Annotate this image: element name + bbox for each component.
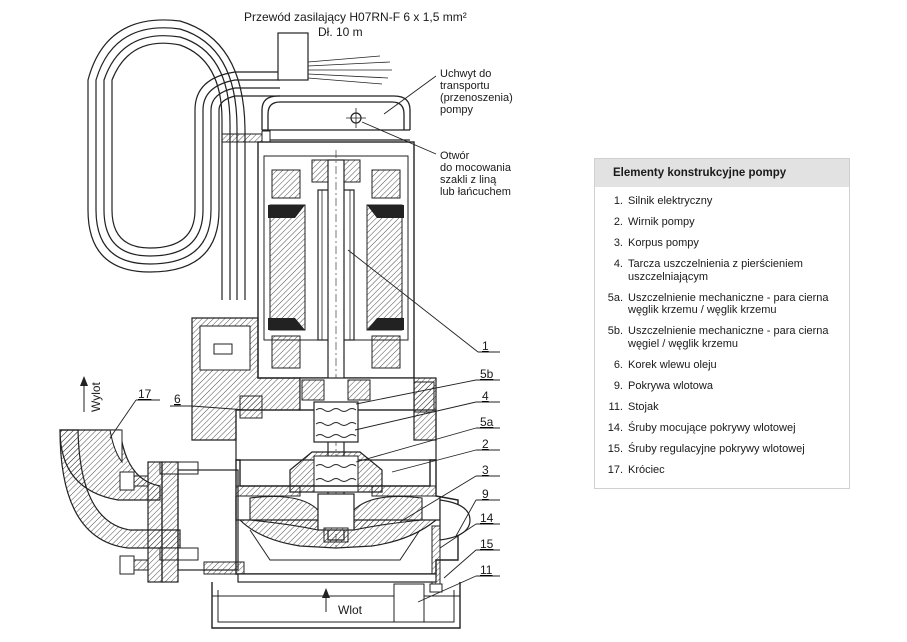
callout-5b: 5b — [480, 367, 494, 381]
legend-item-text: Króciec — [628, 463, 665, 476]
legend-item: 11. Stojak — [595, 401, 841, 414]
legend-item-text: Śruby mocujące pokrywy wlotowej — [628, 421, 796, 434]
legend-item-text: Tarcza uszczelnienia z pierścieniem uszc… — [628, 258, 803, 283]
legend-item: 17. Króciec — [595, 464, 841, 477]
legend-item-number: 5b. — [607, 325, 623, 337]
callout-4: 4 — [482, 389, 489, 403]
legend-item-number: 5a. — [607, 291, 623, 304]
cable-label: Przewód zasilający H07RN-F 6 x 1,5 mm² — [244, 10, 467, 24]
legend-item-text: Uszczelnienie mechaniczne - para cierna … — [628, 291, 829, 317]
power-cable — [87, 19, 280, 300]
legend-item-number: 1. — [613, 195, 623, 207]
callout-17: 17 — [138, 387, 152, 401]
callout-14: 14 — [480, 511, 494, 525]
legend-item-number: 14. — [607, 421, 623, 434]
legend-item-number: 17. — [607, 463, 623, 476]
legend-item-number: 15. — [607, 442, 623, 455]
legend-item-text: Korpus pompy — [628, 237, 699, 249]
legend-item: 9. Pokrywa wlotowa — [595, 380, 841, 393]
legend-item-number: 11. — [608, 400, 623, 413]
legend-item: 4. Tarcza uszczelnienia z pierścieniem us… — [595, 258, 841, 283]
legend-item-text: Wirnik pompy — [628, 216, 695, 228]
callout-9: 9 — [482, 487, 489, 501]
legend-item-text: Stojak — [628, 400, 659, 413]
callout-1: 1 — [482, 339, 489, 353]
callout-11: 11 — [480, 563, 493, 577]
legend-item: 15. Śruby regulacyjne pokrywy wlotowej — [595, 443, 841, 456]
legend-item: 14. Śruby mocujące pokrywy wlotowej — [595, 422, 841, 435]
outlet-label: Wylot — [89, 381, 103, 412]
oil-plug — [239, 395, 263, 419]
outlet-arrow — [80, 376, 88, 412]
callout-leaders — [109, 75, 500, 603]
cable-length: Dł. 10 m — [318, 25, 363, 39]
legend-item: 2. Wirnik pompy — [595, 216, 841, 229]
legend-item: 5a. Uszczelnienie mechaniczne - para cier… — [595, 292, 841, 317]
components-legend: Elementy konstrukcyjne pompy 1. Silnik el… — [594, 158, 850, 489]
handle-label-2: transportu — [440, 80, 490, 92]
inlet-cover-bolts — [203, 525, 443, 593]
inlet-arrow — [322, 588, 330, 612]
legend-item: 3. Korpus pompy — [595, 237, 841, 250]
hole-label-2: do mocowania — [440, 162, 512, 174]
legend-item-text: Śruby regulacyjne pokrywy wlotowej — [628, 442, 805, 455]
stand — [211, 573, 461, 629]
legend-item-number: 2. — [613, 216, 623, 228]
callout-5a: 5a — [480, 415, 494, 429]
cable-wires — [307, 55, 392, 85]
transport-handle — [261, 95, 411, 141]
inlet-label: Wlot — [338, 603, 363, 617]
legend-list: 1. Silnik elektryczny 2. Wirnik pompy 3. Korp… — [595, 187, 849, 476]
impeller — [249, 493, 423, 543]
callout-3: 3 — [482, 463, 489, 477]
legend-item: 1. Silnik elektryczny — [595, 195, 841, 208]
legend-item: 6. Korek wlewu oleju — [595, 359, 841, 372]
legend-item: 5b. Uszczelnienie mechaniczne - para cier… — [595, 325, 841, 350]
cable-gland — [277, 32, 309, 81]
legend-item-text: Pokrywa wlotowa — [628, 379, 713, 392]
seal-housing — [191, 317, 437, 461]
hole-label-1: Otwór — [440, 150, 470, 162]
callout-2: 2 — [482, 437, 489, 451]
handle-label-4: pompy — [440, 104, 474, 116]
handle-label-3: (przenoszenia) — [440, 92, 513, 104]
handle-label-1: Uchwyt do — [440, 68, 491, 80]
legend-item-number: 9. — [613, 379, 623, 392]
legend-item-number: 6. — [613, 358, 623, 371]
legend-item-text: Korek wlewu oleju — [628, 358, 717, 371]
callout-6: 6 — [174, 392, 181, 406]
legend-item-number: 3. — [613, 237, 623, 249]
legend-title: Elementy konstrukcyjne pompy — [595, 159, 849, 187]
legend-item-text: Silnik elektryczny — [628, 195, 713, 207]
hole-label-3: szakli z liną — [440, 174, 497, 186]
callout-15: 15 — [480, 537, 494, 551]
legend-item-text: Uszczelnienie mechaniczne - para cierna … — [628, 325, 829, 350]
legend-item-number: 4. — [613, 258, 623, 270]
outlet-elbow — [59, 429, 239, 583]
hole-label-4: lub łańcuchem — [440, 186, 511, 198]
